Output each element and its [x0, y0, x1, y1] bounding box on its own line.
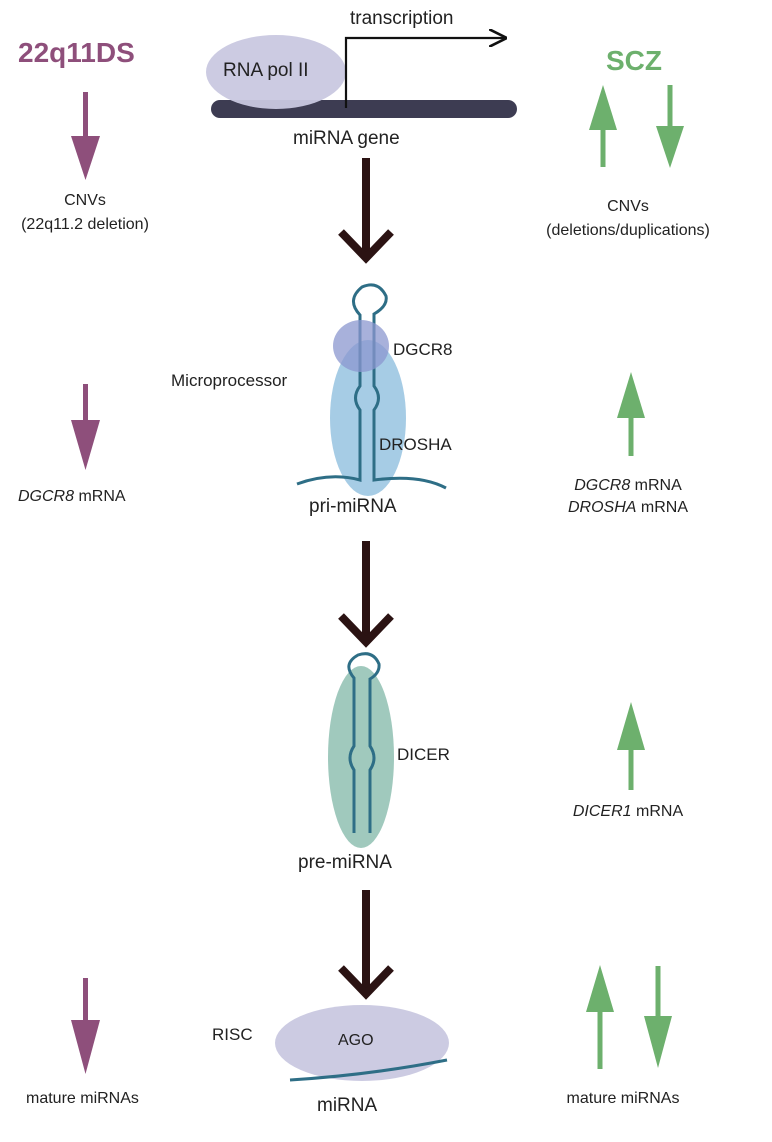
dgcr8-label: DGCR8 — [393, 340, 453, 359]
right-drosha-suffix: mRNA — [636, 499, 688, 517]
right-mature-mirnas-label: mature miRNAs — [566, 1090, 680, 1107]
drosha-label: DROSHA — [379, 435, 452, 454]
right-drosha-line: DROSHA mRNA — [528, 499, 728, 517]
right-arrow-cnv-down — [656, 85, 684, 168]
mature-mirna-strand — [289, 1058, 448, 1082]
mirna-label: miRNA — [317, 1095, 378, 1116]
drosha-ellipse — [330, 340, 406, 496]
mirna-gene-label: miRNA gene — [293, 128, 400, 149]
right-arrow-dgcr8-drosha-up — [617, 372, 645, 456]
right-dgcr8-gene: DGCR8 — [574, 477, 631, 494]
left-dgcr8-mrna-label: DGCR8 mRNA — [18, 488, 126, 506]
right-dgcr8-drosha-label: DGCR8 mRNA DROSHA mRNA — [528, 477, 728, 518]
transcription-label: transcription — [350, 8, 454, 29]
right-arrow-mature-down — [644, 966, 672, 1068]
dgcr8-ellipse — [333, 320, 389, 372]
pre-mirna-strand — [347, 652, 381, 833]
left-arrow-mature — [71, 978, 100, 1074]
microprocessor-label: Microprocessor — [171, 371, 288, 390]
left-cnv-line-2: (22q11.2 deletion) — [21, 216, 149, 234]
left-arrow-cnv — [71, 92, 100, 180]
transcription-arrow — [344, 38, 505, 108]
right-dicer-mrna-label: DICER1 mRNA — [528, 803, 728, 821]
process-arrow-1 — [338, 158, 394, 264]
rna-pol-ii-ellipse — [206, 35, 346, 109]
left-cnv-label: CNVs (22q11.2 deletion) — [5, 192, 165, 235]
left-dgcr8-suffix: mRNA — [74, 488, 126, 505]
ago-label: AGO — [338, 1032, 374, 1049]
pri-mirna-strand — [296, 283, 447, 490]
left-arrow-dgcr8 — [71, 384, 100, 470]
right-cnv-line-2: (deletions/duplications) — [546, 222, 710, 240]
right-dicer-suffix: mRNA — [631, 803, 684, 820]
header-scz: SCZ — [606, 45, 662, 76]
right-arrow-cnv-up — [589, 85, 617, 167]
left-dgcr8-gene: DGCR8 — [18, 488, 75, 505]
header-22q11ds: 22q11DS — [18, 37, 135, 68]
right-dgcr8-suffix: mRNA — [630, 477, 682, 494]
rna-pol-ii-label: RNA pol II — [223, 60, 309, 81]
dicer-ellipse — [328, 666, 394, 848]
left-cnv-line-1: CNVs — [64, 192, 106, 209]
pre-mirna-label: pre-miRNA — [298, 852, 392, 873]
right-arrow-dicer-up — [617, 702, 645, 790]
right-cnv-label: CNVs (deletions/duplications) — [528, 198, 728, 241]
right-drosha-gene: DROSHA — [567, 499, 637, 517]
left-mature-mirnas-label: mature miRNAs — [26, 1090, 139, 1107]
right-cnv-line-1: CNVs — [607, 198, 649, 215]
right-arrow-mature-up — [586, 965, 614, 1069]
process-arrow-3 — [338, 890, 394, 1000]
ago-ellipse — [275, 1005, 449, 1081]
right-dicer-gene: DICER1 — [572, 803, 632, 820]
pri-mirna-label: pri-miRNA — [309, 496, 397, 517]
right-dgcr8-line: DGCR8 mRNA — [528, 477, 728, 495]
dicer-label: DICER — [397, 745, 450, 764]
process-arrow-2 — [338, 541, 394, 648]
risc-label: RISC — [212, 1025, 253, 1044]
